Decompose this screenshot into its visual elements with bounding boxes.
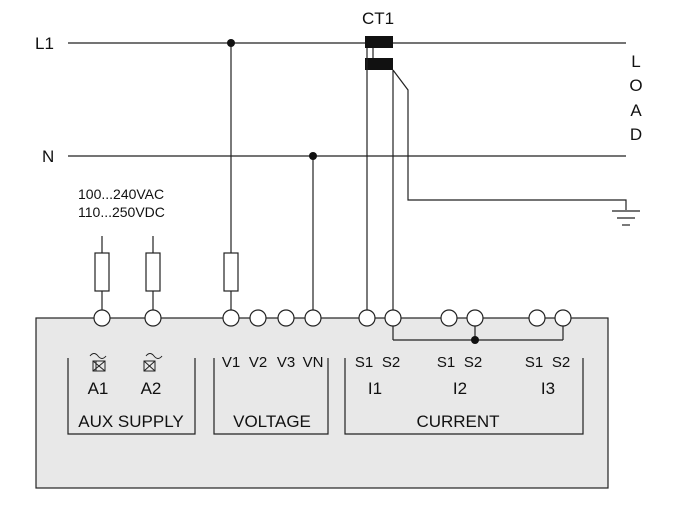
label-i2: I2 [453,379,467,398]
junction-s2 [471,336,479,344]
ct-wiring [366,48,627,341]
label-i3: I3 [541,379,555,398]
label-vn: VN [303,354,324,371]
ct1-core-top [365,36,393,48]
label-n: N [42,147,54,166]
label-i2-s1: S1 [437,354,455,371]
label-i2-s2: S2 [464,354,482,371]
load-label: L O A D [629,52,642,144]
ct1-core-bottom [365,58,393,70]
label-v1: V1 [222,354,240,371]
svg-text:L: L [631,52,640,71]
junction-l1 [227,39,235,47]
label-ct1: CT1 [362,9,394,28]
fuse-a2 [145,252,161,292]
label-v2: V2 [249,354,267,371]
supply-dc: 110...250VDC [78,204,165,220]
group-current: CURRENT [416,412,499,431]
terminal-v2 [249,309,267,327]
label-i3-s2: S2 [552,354,570,371]
terminal-i1-s1 [358,309,376,327]
terminals [93,309,572,327]
ac-dc-icon-a2 [143,353,163,372]
terminal-a1 [93,309,111,327]
terminal-i3-s2 [554,309,572,327]
label-i1-s2: S2 [382,354,400,371]
terminal-i1-s2 [384,309,402,327]
terminal-a2 [144,309,162,327]
label-i1: I1 [368,379,382,398]
supply-ac: 100...240VAC [78,186,164,202]
terminal-vn [304,309,322,327]
svg-text:O: O [629,76,642,95]
label-a2: A2 [141,379,162,398]
device-body [35,317,609,489]
group-voltage: VOLTAGE [233,412,311,431]
fuse-a1 [94,252,110,292]
label-i1-s1: S1 [355,354,373,371]
junction-n [309,152,317,160]
voltage-wiring [223,43,314,310]
label-i3-s1: S1 [525,354,543,371]
label-a1: A1 [88,379,109,398]
terminal-v1 [222,309,240,327]
label-v3: V3 [277,354,295,371]
group-brackets [67,358,584,435]
svg-text:A: A [630,101,642,120]
terminal-i3-s1 [528,309,546,327]
terminal-v3 [277,309,295,327]
label-l1: L1 [35,34,54,53]
ground-icon [612,210,640,226]
terminal-i2-s1 [440,309,458,327]
ac-dc-icon-a1 [89,353,107,372]
fuse-v1 [223,252,239,292]
group-aux-supply: AUX SUPPLY [78,412,184,431]
terminal-i2-s2 [466,309,484,327]
aux-wiring [94,236,161,310]
svg-text:D: D [630,125,642,144]
